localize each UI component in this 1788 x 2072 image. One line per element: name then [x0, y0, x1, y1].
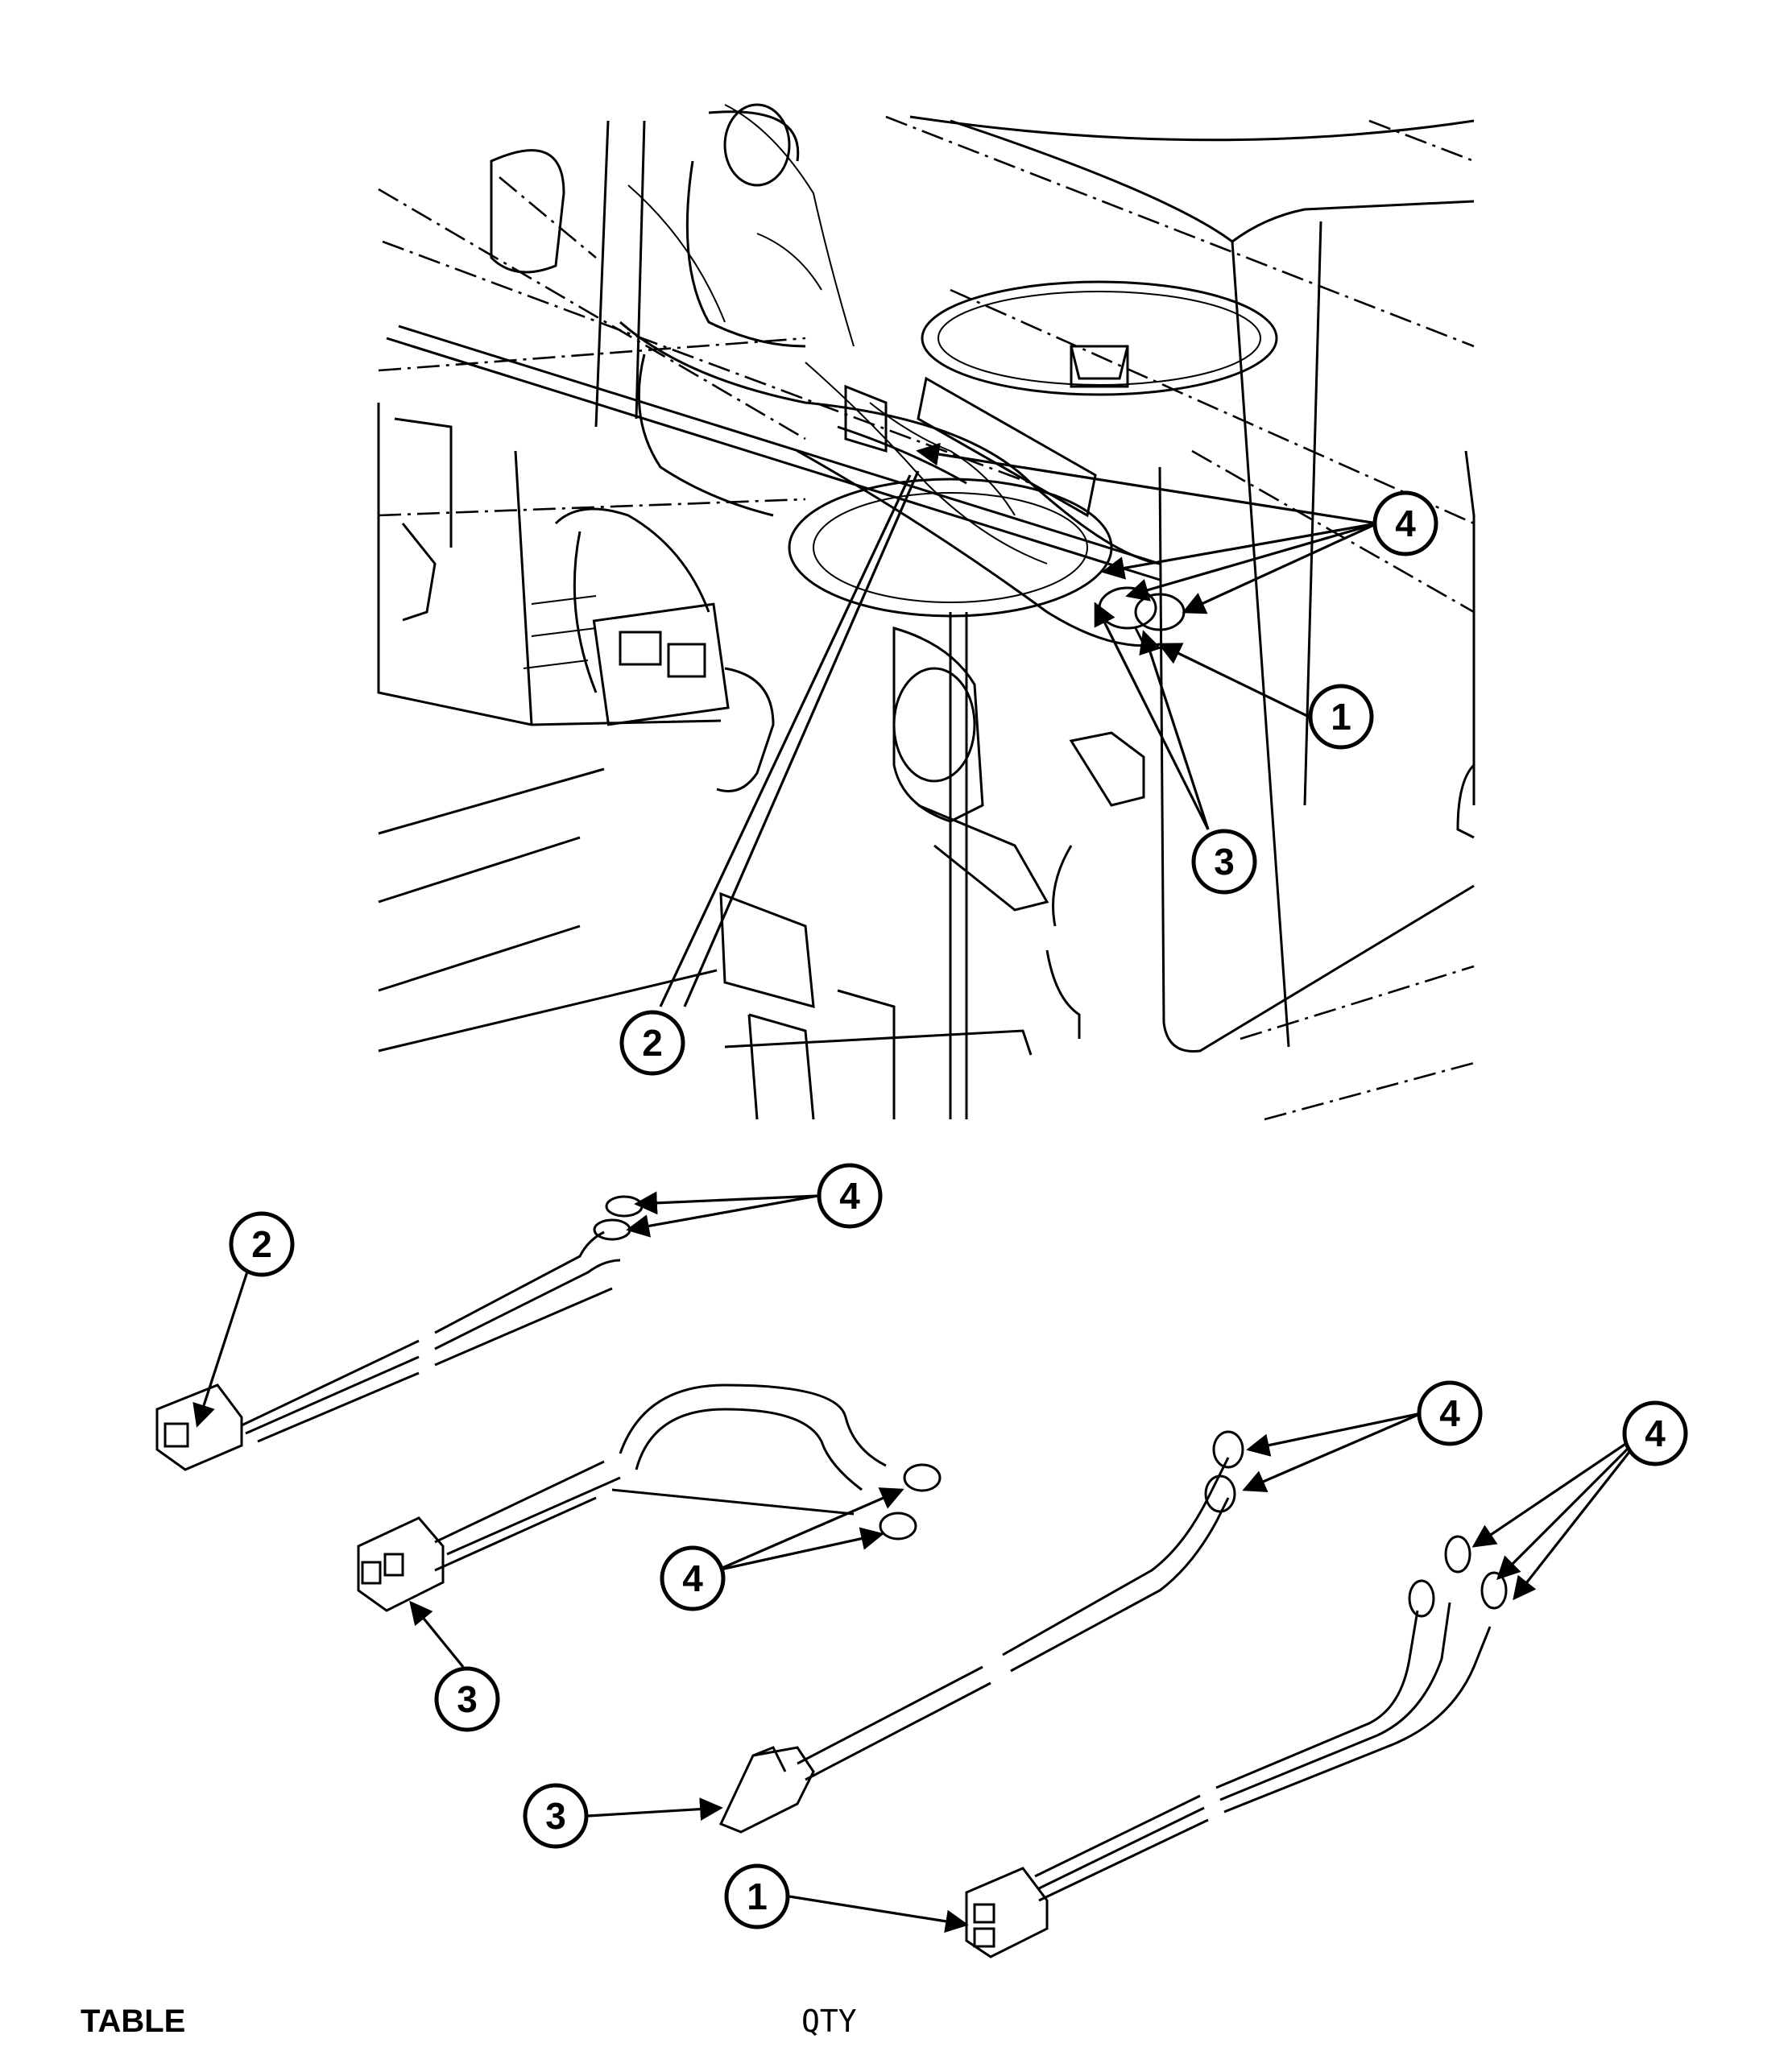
svg-text:1: 1 [1331, 696, 1351, 738]
svg-text:2: 2 [251, 1223, 272, 1265]
callout-bottom-4-harness-3-center: 4 [1417, 1380, 1483, 1446]
qty-label: QTY [801, 2004, 857, 2039]
cab-dashboard-illustration [377, 103, 1476, 1121]
callout-bottom-4-harness-2: 4 [817, 1163, 883, 1229]
svg-text:4: 4 [1645, 1412, 1666, 1454]
callout-top-3: 3 [1191, 829, 1257, 895]
svg-text:3: 3 [545, 1795, 566, 1837]
wiring-harness-diagram: 4 1 3 2 4 2 4 4 4 3 3 1 [155, 103, 1688, 1958]
callout-bottom-3-center: 3 [523, 1783, 589, 1849]
top-leader-lines [659, 442, 1378, 1007]
callout-top-4: 4 [1372, 490, 1438, 556]
harness-2-illustration [155, 1195, 644, 1471]
svg-text:1: 1 [747, 1876, 768, 1917]
harness-3-center-illustration [718, 1430, 1244, 1834]
table-label: TABLE [81, 2004, 186, 2039]
callout-bottom-2: 2 [229, 1211, 295, 1277]
harness-1-illustration [965, 1535, 1508, 1958]
svg-text:4: 4 [839, 1175, 860, 1217]
callout-top-2: 2 [619, 1010, 685, 1076]
callout-bottom-1: 1 [724, 1863, 790, 1929]
svg-text:4: 4 [1439, 1392, 1460, 1434]
callout-bottom-3-left: 3 [434, 1666, 500, 1732]
svg-text:3: 3 [1214, 841, 1235, 883]
svg-text:4: 4 [1395, 502, 1416, 544]
callout-bottom-4-harness-3-left: 4 [660, 1545, 726, 1611]
svg-text:3: 3 [457, 1678, 478, 1720]
bottom-leader-lines [192, 1191, 1649, 1933]
callout-bottom-4-harness-1: 4 [1622, 1400, 1688, 1466]
svg-text:2: 2 [642, 1022, 663, 1064]
svg-text:4: 4 [682, 1557, 703, 1599]
callout-top-1: 1 [1308, 684, 1374, 750]
harness-3-left-illustration [357, 1383, 942, 1612]
